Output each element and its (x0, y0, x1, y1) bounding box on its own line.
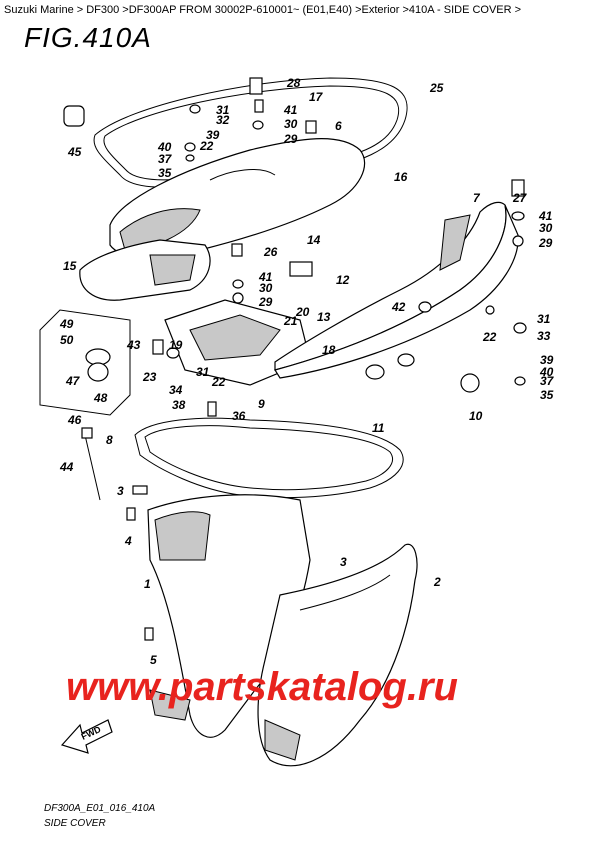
diagram-name: SIDE COVER (44, 818, 106, 829)
part-label: 13 (317, 310, 331, 324)
part-label: 37 (540, 374, 555, 388)
part-label: 32 (216, 113, 230, 127)
part-label: 5 (150, 653, 157, 667)
part-label: 6 (335, 119, 342, 133)
part-label: 39 (540, 353, 554, 367)
part-label: 20 (295, 305, 310, 319)
part-label: 3 (117, 484, 124, 498)
part-label: 2 (433, 575, 441, 589)
part-label: 50 (60, 333, 74, 347)
lower-side-cover-2 (257, 543, 418, 767)
diagram-code: DF300A_E01_016_410A (44, 803, 156, 814)
part-label: 28 (286, 76, 301, 90)
watermark: www.partskatalog.ru (66, 665, 458, 709)
part-label: 44 (59, 460, 74, 474)
part-label: 18 (322, 343, 336, 357)
part-label: 29 (538, 236, 553, 250)
part-label: 31 (216, 103, 230, 117)
cable-tie (84, 434, 101, 501)
part-label: 34 (169, 383, 183, 397)
part-label: 16 (394, 170, 408, 184)
part-label: 43 (126, 338, 141, 352)
part-label: 33 (537, 329, 551, 343)
part-label: 29 (283, 132, 298, 146)
part-label: 41 (258, 270, 273, 284)
part-label: 22 (211, 375, 226, 389)
part-label: 35 (540, 388, 554, 402)
part-label: 3 (340, 555, 347, 569)
part-label: 1 (144, 577, 151, 591)
part-label: 22 (482, 330, 497, 344)
part-label: 36 (232, 409, 246, 423)
part-label: 11 (372, 421, 385, 435)
part-label: 7 (473, 191, 481, 205)
part-label: 26 (263, 245, 278, 259)
part-label: 40 (539, 365, 554, 379)
figure-title: FIG.410A (24, 22, 152, 53)
part-label: 39 (206, 128, 220, 142)
part-label: 8 (106, 433, 113, 447)
part-label: 25 (429, 81, 444, 95)
grommet-45 (63, 105, 85, 127)
part-label: 29 (258, 295, 273, 309)
part-label: 46 (67, 413, 82, 427)
part-label: 42 (391, 300, 406, 314)
part-label: 4 (124, 534, 132, 548)
part-label: 19 (169, 338, 183, 352)
part-label: 30 (539, 221, 553, 235)
part-labels: 28 25 17 41 30 29 6 16 31 32 39 40 22 37… (59, 76, 555, 667)
part-label: 12 (336, 273, 350, 287)
seal-ring-25 (93, 77, 408, 188)
part-label: 31 (196, 365, 210, 379)
part-label: 31 (537, 312, 551, 326)
breadcrumb: Suzuki Marine > DF300 >DF300AP FROM 3000… (4, 4, 522, 16)
part-label: 41 (283, 103, 298, 117)
part-label: 45 (67, 145, 82, 159)
part-label: 48 (93, 391, 108, 405)
part-label: 9 (258, 397, 265, 411)
part-label: 35 (158, 166, 172, 180)
part-label: 23 (142, 370, 157, 384)
hardware-stacks (126, 77, 527, 641)
part-label: 47 (65, 374, 81, 388)
part-label: 10 (469, 409, 483, 423)
part-label: 27 (512, 191, 528, 205)
part-label: 38 (172, 398, 186, 412)
part-label: 41 (538, 209, 553, 223)
part-label: 30 (284, 117, 298, 131)
part-label: 37 (158, 152, 173, 166)
part-label: 30 (259, 281, 273, 295)
part-label: 14 (307, 233, 321, 247)
part-label: 40 (157, 140, 172, 154)
part-label: 21 (283, 314, 298, 328)
part-label: 49 (59, 317, 74, 331)
part-label: 17 (309, 90, 324, 104)
gasket-ring-8 (134, 417, 404, 499)
part-label: 15 (63, 259, 77, 273)
fwd-arrow-icon: FWD (60, 719, 113, 754)
part-label: 22 (199, 139, 214, 153)
plug-assembly (39, 309, 131, 416)
